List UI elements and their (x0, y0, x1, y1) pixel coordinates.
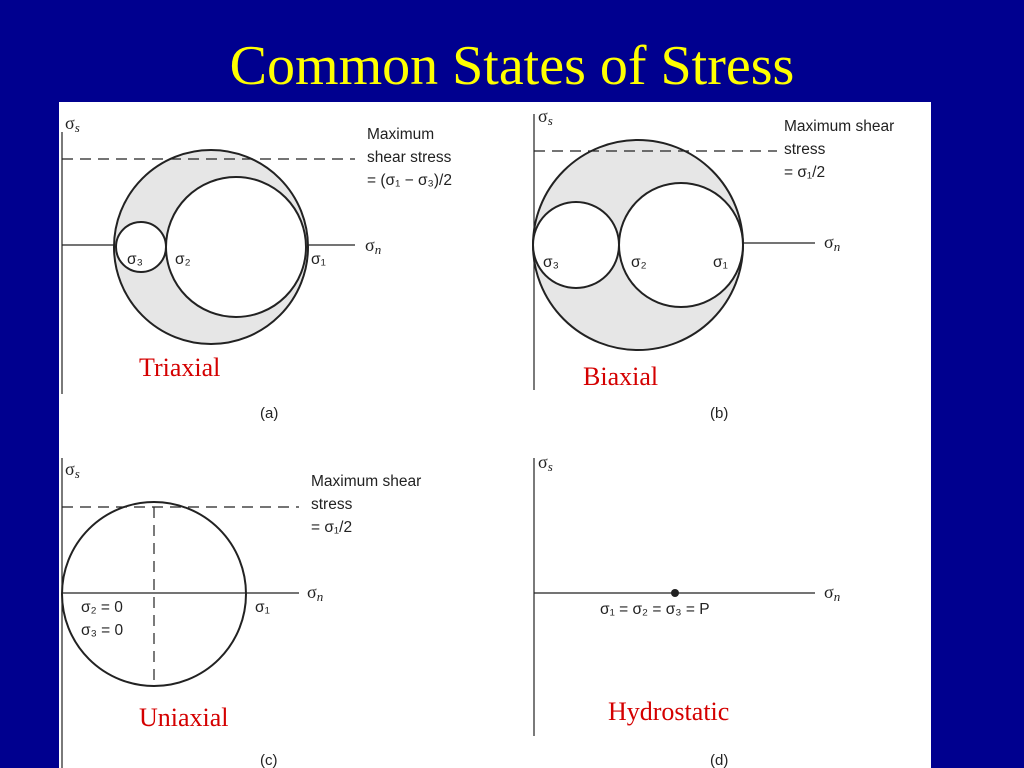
equal-stress-label-d: σ₁ = σ₂ = σ₃ = P (600, 601, 710, 618)
state-label-triaxial: Triaxial (139, 353, 220, 382)
shear-axis-label-d: σs (538, 452, 553, 474)
normal-axis-label-c: σn (307, 582, 323, 604)
caption-c: (c) (260, 752, 278, 768)
max-shear-note-c-2: stress (311, 496, 353, 513)
max-shear-note-a-3: = (σ₁ − σ₃)/2 (367, 172, 452, 189)
mohr-circle-figure: σs σn σ₃ σ₂ σ₁ Maximum shear stress = (σ… (59, 102, 931, 768)
state-label-biaxial: Biaxial (583, 362, 658, 391)
hydrostatic-point (671, 589, 679, 597)
max-shear-note-a-2: shear stress (367, 149, 452, 166)
panel-triaxial: σs σn σ₃ σ₂ σ₁ Maximum shear stress = (σ… (61, 113, 452, 422)
caption-b: (b) (710, 405, 728, 422)
normal-axis-label-d: σn (824, 582, 840, 604)
circle-uniaxial (61, 501, 247, 687)
max-shear-note-b-2: stress (784, 141, 826, 158)
sigma3-label-b: σ₃ (543, 254, 559, 271)
sigma3-label-a: σ₃ (127, 251, 143, 268)
max-shear-note-b-1: Maximum shear (784, 118, 894, 135)
shear-axis-label-c: σs (65, 459, 80, 481)
shear-axis-label-a: σs (65, 113, 80, 135)
circle-s1-s2-b (618, 182, 744, 308)
caption-d: (d) (710, 752, 728, 768)
sigma2-label-b: σ₂ (631, 254, 647, 271)
sigma1-label-a: σ₁ (311, 251, 326, 268)
max-shear-note-a-1: Maximum (367, 126, 434, 143)
sigma2-zero-label-c: σ₂ = 0 (81, 599, 123, 616)
panel-hydrostatic: σs σn σ₁ = σ₂ = σ₃ = P Hydrostatic (d) (533, 452, 840, 768)
normal-axis-label-b: σn (824, 232, 840, 254)
sigma1-label-c: σ₁ (255, 599, 270, 616)
sigma2-label-a: σ₂ (175, 251, 191, 268)
normal-axis-label-a: σn (365, 235, 381, 257)
circle-s2-s3-b (532, 201, 620, 289)
slide-title: Common States of Stress (229, 35, 795, 97)
max-shear-note-c-1: Maximum shear (311, 473, 421, 490)
sigma3-zero-label-c: σ₃ = 0 (81, 622, 124, 639)
circle-s1-s2-a (165, 176, 307, 318)
panel-biaxial: σs σn σ₃ σ₂ σ₁ Maximum shear stress = σ₁… (532, 106, 894, 422)
state-label-hydrostatic: Hydrostatic (608, 697, 729, 726)
mohr-diagrams: σs σn σ₃ σ₂ σ₁ Maximum shear stress = (σ… (61, 106, 894, 768)
state-label-uniaxial: Uniaxial (139, 703, 229, 732)
sigma1-label-b: σ₁ (713, 254, 728, 271)
max-shear-note-b-3: = σ₁/2 (784, 164, 825, 181)
circle-s2-s3-a (115, 221, 167, 273)
panel-uniaxial: σs σn σ₁ σ₂ = 0 σ₃ = 0 Maximum shear str… (61, 458, 421, 768)
max-shear-note-c-3: = σ₁/2 (311, 519, 352, 536)
shear-axis-label-b: σs (538, 106, 553, 128)
caption-a: (a) (260, 405, 278, 422)
